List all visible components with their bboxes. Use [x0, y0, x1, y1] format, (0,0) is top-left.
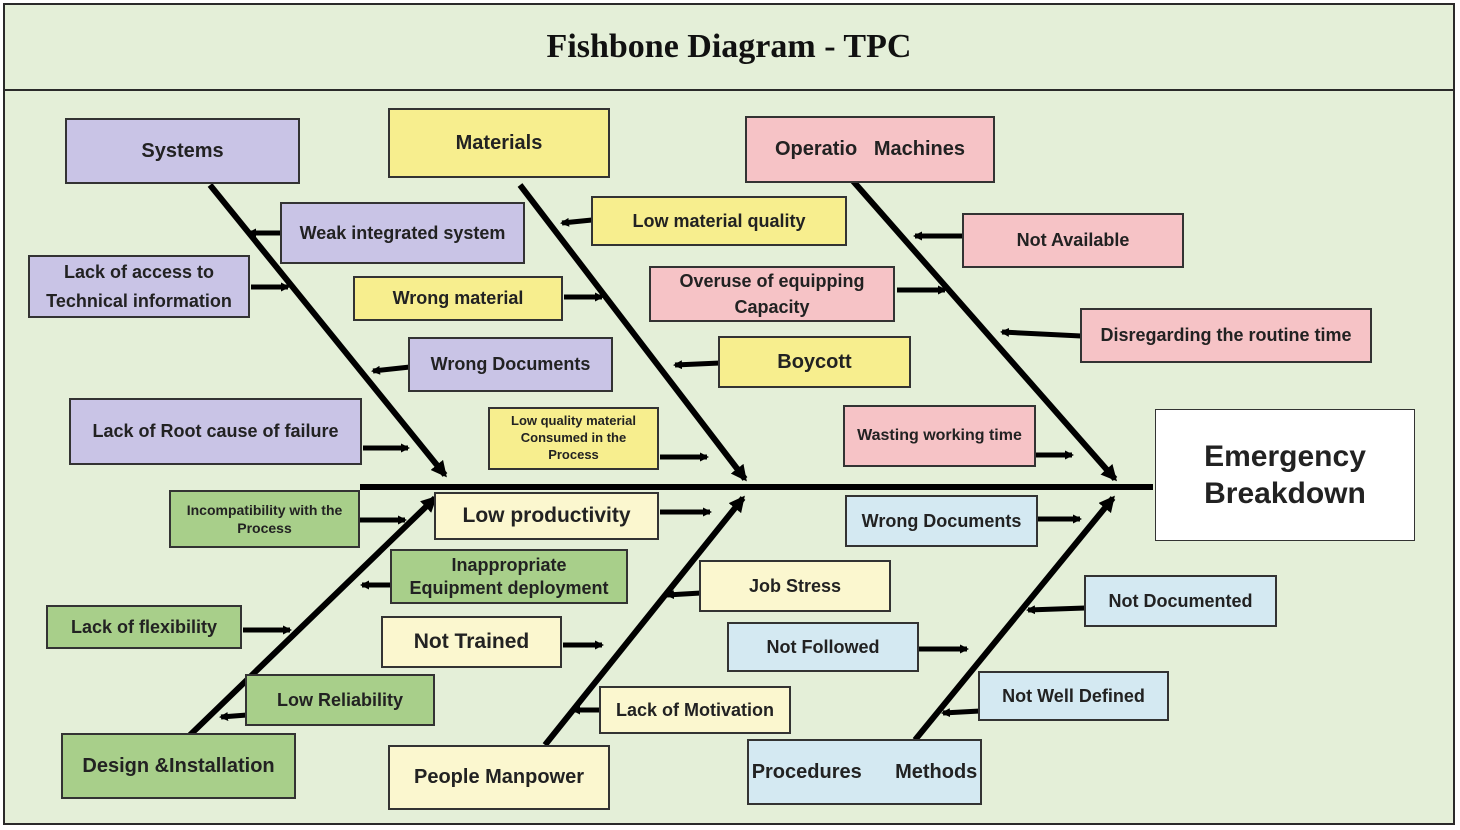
cause-job-stress: Job Stress [699, 560, 891, 612]
arrow-wrong-docs-sys [371, 364, 411, 375]
diagram-title: Fishbone Diagram - TPC [546, 28, 912, 65]
bone-materials [517, 183, 748, 482]
cause-not-followed: Not Followed [727, 622, 919, 672]
cause-lack-of-flexibility: Lack of flexibility [46, 605, 242, 649]
diagram-frame: Fishbone Diagram - TPC [3, 3, 1455, 825]
bone-people [542, 495, 746, 747]
cause-not-well-defined: Not Well Defined [978, 671, 1169, 721]
bone-design [187, 495, 438, 738]
cause-not-trained: Not Trained [381, 616, 562, 668]
bone-procedures [912, 495, 1116, 742]
category-materials: Materials [388, 108, 610, 178]
cause-low-quality-material-consumed: Low quality material Consumed in the Pro… [488, 407, 659, 470]
effect-head-box: Emergency Breakdown [1155, 409, 1415, 541]
cause-low-productivity: Low productivity [434, 492, 659, 540]
cause-wrong-documents-systems: Wrong Documents [408, 337, 613, 392]
arrow-disregarding [1000, 327, 1082, 339]
cause-wrong-documents-procedures: Wrong Documents [845, 495, 1038, 547]
cause-weak-integrated-system: Weak integrated system [280, 202, 525, 264]
cause-not-documented: Not Documented [1084, 575, 1277, 627]
bone-operations [850, 179, 1118, 482]
title-bar: Fishbone Diagram - TPC [5, 5, 1453, 91]
cause-low-material-quality: Low material quality [591, 196, 847, 246]
cause-boycott: Boycott [718, 336, 911, 388]
arrow-boycott [673, 360, 721, 370]
fishbone-skeleton [187, 179, 1153, 747]
cause-inappropriate-equipment-deployment: Inappropriate Equipment deployment [390, 549, 628, 604]
cause-low-reliability: Low Reliability [245, 674, 435, 726]
cause-lack-of-access: Lack of access to Technical information [28, 255, 250, 318]
category-operations-machines: Operatio Machines [745, 116, 995, 183]
cause-wasting-working-time: Wasting working time [843, 405, 1036, 467]
category-systems: Systems [65, 118, 300, 184]
category-people-manpower: People Manpower [388, 745, 610, 810]
cause-not-available: Not Available [962, 213, 1184, 268]
cause-disregarding-routine-time: Disregarding the routine time [1080, 308, 1372, 363]
arrow-job-stress [665, 590, 702, 600]
arrow-low-reliability [219, 711, 248, 721]
cause-lack-of-root-cause: Lack of Root cause of failure [69, 398, 362, 465]
arrow-not-well-defined [941, 708, 981, 718]
cause-wrong-material: Wrong material [353, 276, 563, 321]
cause-lack-of-motivation: Lack of Motivation [599, 686, 791, 734]
category-design-installation: Design &Installation [61, 733, 296, 799]
cause-overuse-of-equipping-capacity: Overuse of equipping Capacity [649, 266, 895, 322]
category-procedures-methods: Procedures Methods [747, 739, 982, 805]
cause-incompatibility-with-process: Incompatibility with the Process [169, 490, 360, 548]
arrow-low-material [560, 217, 593, 227]
arrow-not-documented [1026, 605, 1086, 615]
